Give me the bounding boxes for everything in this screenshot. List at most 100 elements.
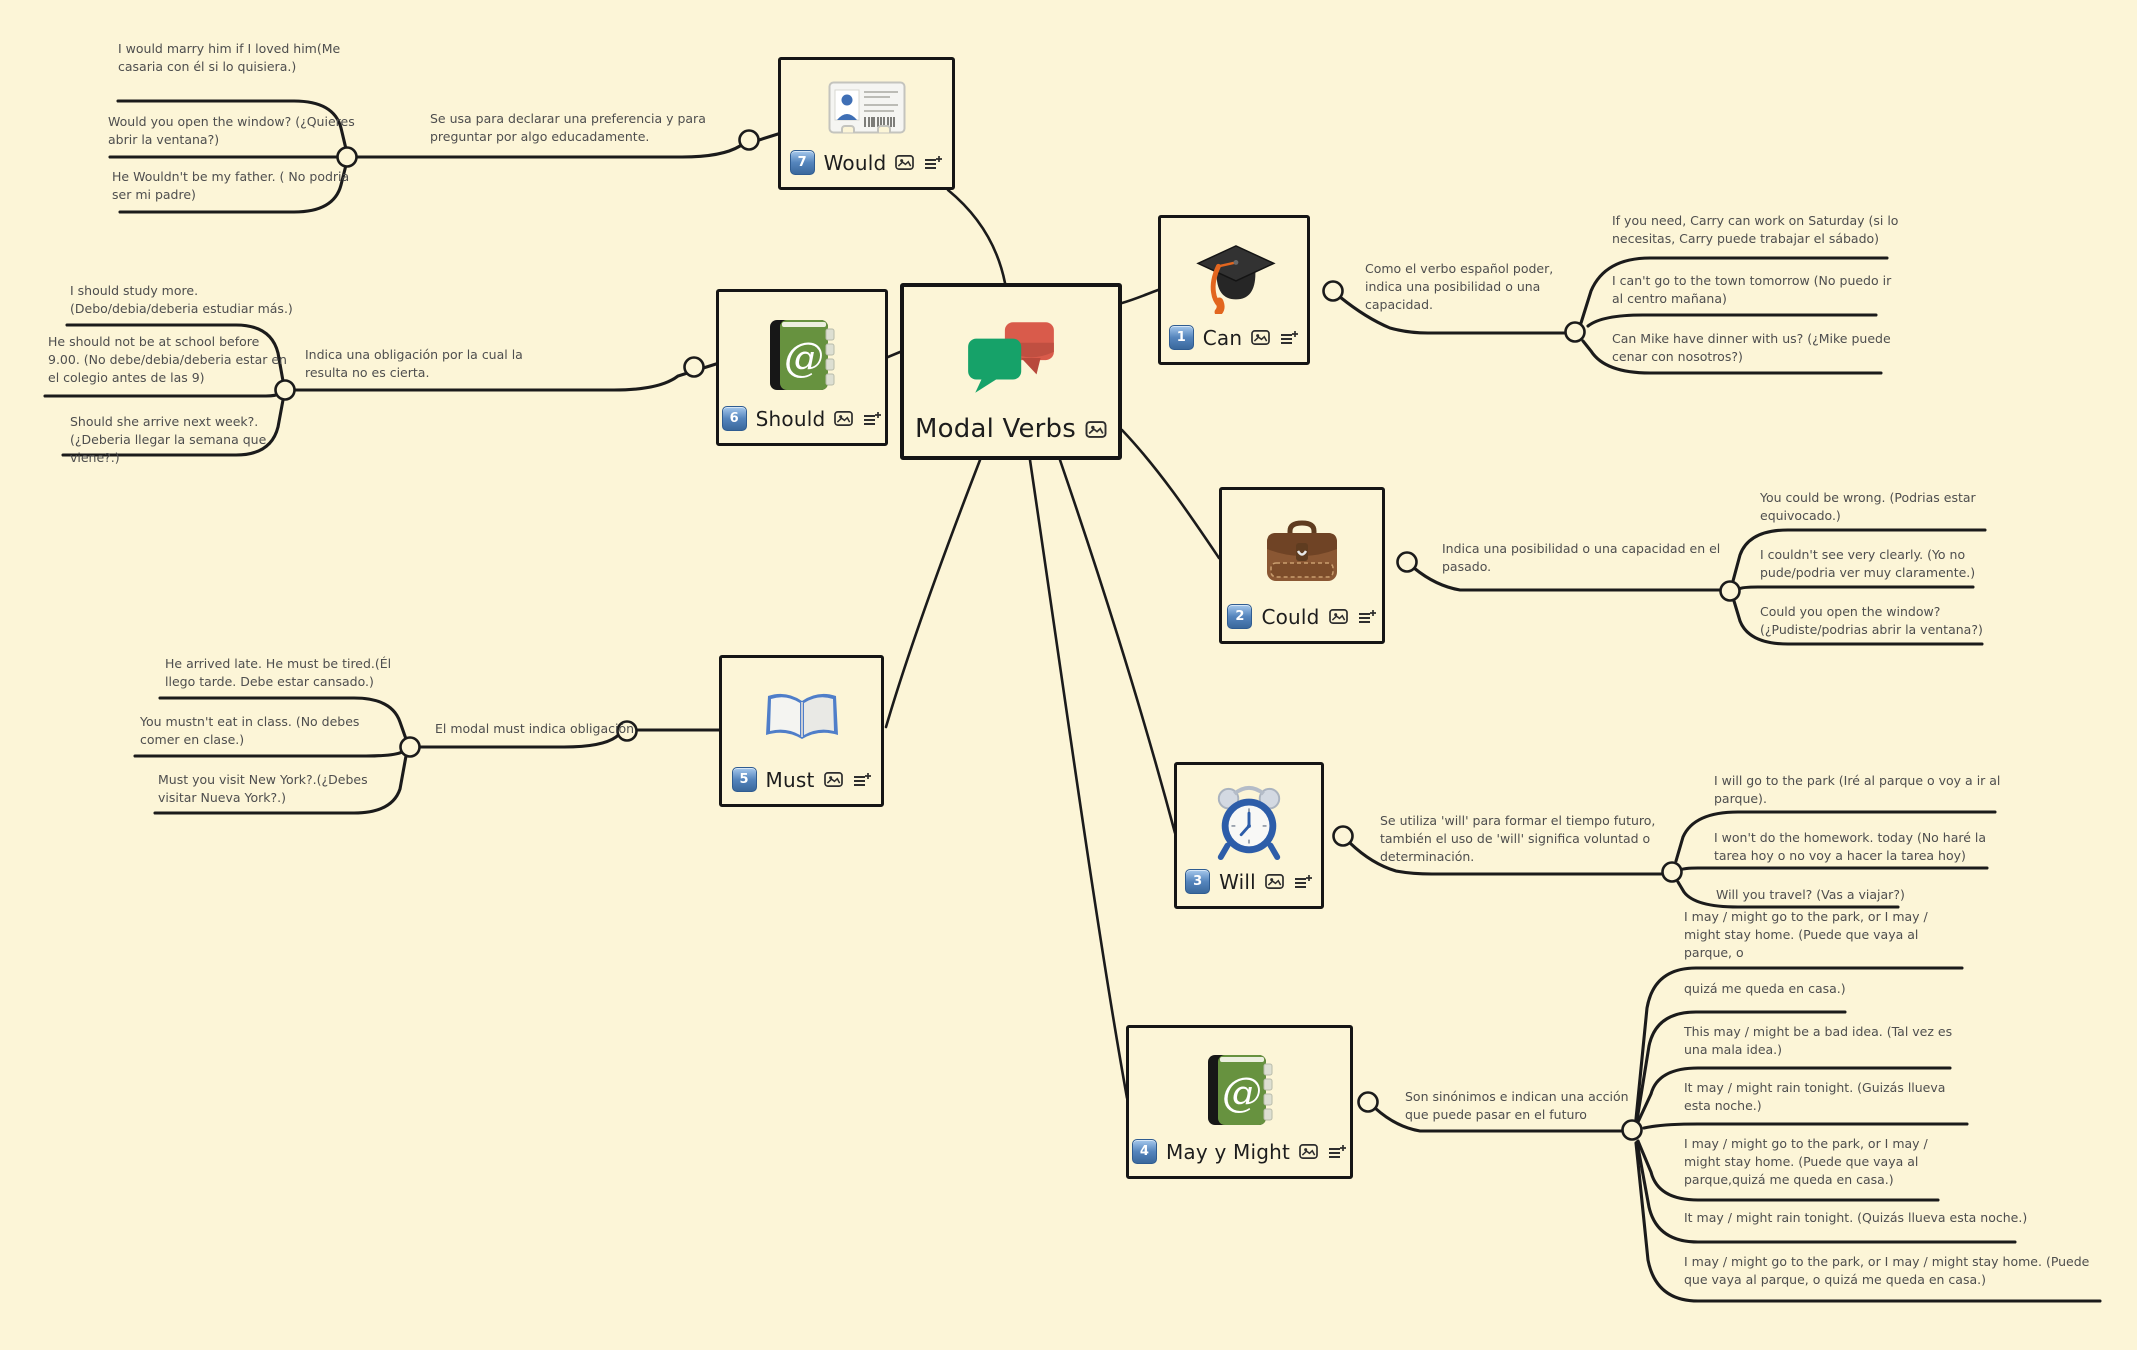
svg-text:@: @ [1222, 1070, 1262, 1116]
node-can[interactable]: 1 Can [1158, 215, 1310, 365]
notes-icon[interactable] [1293, 874, 1313, 890]
example-note[interactable]: Could you open the window? (¿Pudiste/pod… [1760, 604, 1983, 638]
collapse-toggle-can-junction[interactable] [1564, 321, 1586, 343]
example-note[interactable]: You could be wrong. (Podrias estar equiv… [1760, 490, 1976, 524]
should-icon-wrap: @ [766, 304, 838, 406]
example-note[interactable]: Will you travel? (Vas a viajar?) [1716, 887, 1905, 902]
notes-icon[interactable] [923, 155, 943, 171]
open-book-icon [765, 693, 838, 739]
edge-central-should [886, 350, 902, 359]
example-note[interactable]: I can't go to the town tomorrow (No pued… [1612, 273, 1892, 307]
topic-number-badge: 1 [1168, 325, 1194, 350]
branch-description-can[interactable]: Como el verbo español poder, indica una … [1365, 261, 1554, 313]
edge-must-ex1 [158, 696, 408, 741]
will-icon-wrap [1211, 777, 1287, 869]
collapse-toggle-will-junction[interactable] [1661, 861, 1683, 883]
notes-icon[interactable] [1327, 1144, 1347, 1160]
topic-number-badge: 6 [721, 406, 747, 431]
branch-description-would[interactable]: Se usa para declarar una preferencia y p… [430, 111, 706, 145]
address-book-icon: @ [1207, 1054, 1272, 1125]
collapse-toggle-would-junction[interactable] [336, 146, 358, 168]
collapse-toggle-could[interactable] [1396, 551, 1418, 573]
node-will[interactable]: 3 Will [1174, 762, 1324, 909]
edge-central-will [1058, 458, 1177, 835]
example-note[interactable]: I should study more.(Debo/debia/deberia … [70, 283, 293, 317]
picture-icon[interactable] [895, 154, 915, 171]
collapse-toggle-must[interactable] [616, 720, 638, 742]
collapse-toggle-will[interactable] [1332, 825, 1354, 847]
branch-description-may[interactable]: Son sinónimos e indican una acción que p… [1405, 1089, 1629, 1123]
collapse-toggle-could-junction[interactable] [1719, 580, 1741, 602]
would-icon-wrap [828, 72, 906, 150]
may-icon-wrap: @ [1204, 1040, 1276, 1139]
topic-label-will: Will [1219, 869, 1256, 894]
example-note[interactable]: It may / might rain tonight. (Guizás llu… [1684, 1080, 1946, 1114]
collapse-toggle-must-junction[interactable] [399, 736, 421, 758]
example-note[interactable]: Can Mike have dinner with us? (¿Mike pue… [1612, 331, 1891, 365]
node-could[interactable]: 2 Could [1219, 487, 1385, 644]
example-note[interactable]: You mustn't eat in class. (No debes come… [140, 714, 360, 748]
example-note[interactable]: I won't do the homework. today (No haré … [1714, 830, 1987, 864]
example-note[interactable]: He Wouldn't be my father. ( No podria se… [112, 169, 350, 203]
alarm-clock-icon [1217, 785, 1281, 861]
edge-would-ex3 [118, 163, 348, 214]
example-note[interactable]: This may / might be a bad idea. (Tal vez… [1684, 1024, 1953, 1058]
picture-icon[interactable] [1085, 420, 1107, 439]
topic-number-badge: 4 [1131, 1139, 1157, 1164]
example-note[interactable]: I may / might go to the park, or I may /… [1684, 909, 1928, 961]
notes-icon[interactable] [852, 772, 872, 788]
example-note[interactable]: quizá me queda en casa.) [1684, 981, 1846, 996]
example-note[interactable]: I would marry him if I loved him(Me casa… [118, 41, 341, 75]
collapse-toggle-should[interactable] [683, 356, 705, 378]
topic-number-badge: 2 [1227, 604, 1253, 629]
node-should[interactable]: @ 6 Should [716, 289, 888, 446]
picture-icon[interactable] [823, 771, 843, 788]
collapse-toggle-should-junction[interactable] [274, 379, 296, 401]
branch-description-will[interactable]: Se utiliza 'will' para formar el tiempo … [1380, 813, 1656, 865]
collapse-toggle-may[interactable] [1357, 1091, 1379, 1113]
example-note[interactable]: He arrived late. He must be tired.(Él ll… [165, 656, 392, 690]
edge-may-ex4 [1642, 1122, 1969, 1130]
node-would[interactable]: 7 Would [778, 57, 955, 190]
edge-could-ex2 [1737, 585, 1975, 591]
branch-description-could[interactable]: Indica una posibilidad o una capacidad e… [1442, 541, 1721, 575]
edge-should-ex3 [61, 398, 285, 457]
edge-will-ex2 [1678, 866, 1989, 872]
notes-icon[interactable] [1357, 609, 1377, 625]
picture-icon[interactable] [1251, 329, 1271, 346]
picture-icon[interactable] [1265, 873, 1284, 890]
branch-description-should[interactable]: Indica una obligación por la cual la res… [305, 347, 523, 381]
example-note[interactable]: If you need, Carry can work on Saturday … [1612, 213, 1899, 247]
topic-number-badge: 7 [789, 150, 815, 175]
example-note[interactable]: I may / might go to the park, or I may /… [1684, 1136, 1928, 1188]
node-modal-verbs[interactable]: Modal Verbs [900, 283, 1122, 460]
picture-icon[interactable] [1328, 608, 1348, 625]
speech-bubbles-icon [968, 321, 1054, 393]
picture-icon[interactable] [1299, 1143, 1318, 1160]
example-note[interactable]: I may / might go to the park, or I may /… [1684, 1254, 2090, 1288]
example-note[interactable]: I will go to the park (Iré al parque o v… [1714, 773, 2001, 807]
edge-must-ex3 [153, 754, 408, 815]
edge-can-ex1 [1579, 256, 1889, 325]
example-note[interactable]: It may / might rain tonight. (Quizás llu… [1684, 1210, 2028, 1225]
collapse-toggle-would[interactable] [738, 129, 760, 151]
edge-central-could [1120, 428, 1221, 560]
picture-icon[interactable] [834, 410, 854, 427]
edge-should-desc [292, 362, 718, 392]
node-must[interactable]: 5 Must [719, 655, 884, 807]
example-note[interactable]: Must you visit New York?.(¿Debes visitar… [158, 772, 368, 806]
collapse-toggle-can[interactable] [1322, 280, 1344, 302]
example-note[interactable]: I couldn't see very clearly. (Yo no pude… [1760, 547, 1976, 581]
notes-icon[interactable] [862, 411, 882, 427]
notes-icon[interactable] [1279, 330, 1299, 346]
edge-may-ex6 [1635, 1140, 2017, 1244]
topic-label-must: Must [765, 767, 815, 792]
edge-must-ex2 [133, 750, 404, 758]
collapse-toggle-may-junction[interactable] [1621, 1119, 1643, 1141]
node-may-y-might[interactable]: @ 4 May y Might [1126, 1025, 1353, 1179]
example-note[interactable]: He should not be at school before 9.00. … [48, 334, 287, 386]
branch-description-must[interactable]: El modal must indica obligación [435, 721, 635, 736]
example-note[interactable]: Should she arrive next week?. (¿Deberia … [70, 414, 267, 466]
example-note[interactable]: Would you open the window? (¿Quieres abr… [108, 114, 355, 148]
